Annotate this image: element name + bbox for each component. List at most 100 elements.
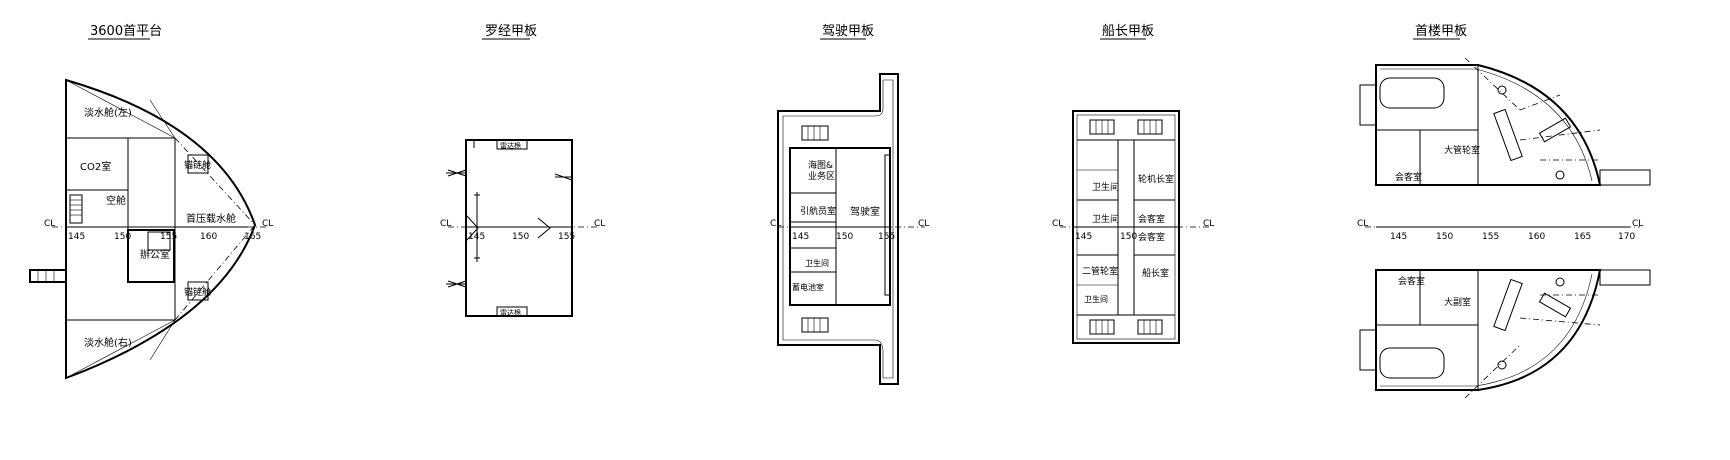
frame-tick: 145 [792, 232, 809, 242]
room-label: 引航员室 [800, 205, 836, 217]
chevron-icon [465, 214, 479, 242]
radar-mast [496, 139, 528, 150]
frame-tick: 150 [1436, 232, 1453, 242]
bow-extension [1599, 169, 1651, 186]
deck-outline [777, 73, 899, 385]
room-label: 会客室 [1138, 231, 1165, 243]
room-label: 锚链舱 [184, 159, 211, 171]
room-label: 二管轮室 [1082, 265, 1118, 277]
room-label: 轮机长室 [1138, 173, 1174, 185]
cl-label: CL [770, 219, 781, 229]
room-label: 驾驶室 [850, 205, 880, 218]
cl-label: CL [1357, 219, 1368, 229]
cl-label: CL [440, 219, 451, 229]
room-label: 会客室 [1395, 171, 1422, 183]
radar-mast [496, 306, 528, 317]
inner-outline [782, 79, 894, 379]
side-light [446, 169, 467, 177]
chevron-icon [537, 217, 551, 239]
tank-diagonal [65, 319, 176, 379]
room-label: 雷达桅 [500, 308, 521, 317]
room-label: CO2室 [80, 160, 111, 173]
room-label: 大管轮室 [1444, 144, 1480, 156]
cl-label: CL [594, 219, 605, 229]
room-label: 卫生间 [1092, 213, 1119, 225]
hull-outline [65, 78, 257, 380]
frame-tick: 145 [1390, 232, 1407, 242]
cl-label: CL [1052, 219, 1063, 229]
cl-label: CL [918, 219, 929, 229]
cl-label: CL [262, 219, 273, 229]
panel-title: 3600首平台 [90, 24, 162, 39]
frame-tick: 150 [512, 232, 529, 242]
console [884, 154, 891, 296]
panel-forward-platform: 3600首平台 淡水舱(左) [29, 24, 273, 380]
cl-label: CL [1632, 219, 1643, 229]
room-label: 卫生间 [805, 258, 829, 268]
tank-diagonal [65, 79, 176, 139]
room-label: 空舱 [106, 194, 126, 207]
chain-locker [187, 154, 209, 174]
frame-tick: 145 [468, 232, 485, 242]
panel-title: 罗经甲板 [485, 24, 537, 39]
chain-line [1519, 129, 1601, 141]
hull-upper-inner [1380, 68, 1593, 182]
room-label: 首压载水舱 [186, 212, 236, 225]
hull-lower [1375, 269, 1602, 391]
frame-tick: 165 [244, 232, 261, 242]
ladder-icon [29, 269, 67, 283]
room-label: 大副室 [1444, 296, 1471, 308]
stair-icon [69, 194, 83, 224]
bow-extension [1599, 269, 1651, 286]
room-label: 淡水舱(左) [84, 106, 132, 119]
room-label: 海图&业务区 [808, 159, 835, 182]
room-label: 辦公室 [140, 248, 170, 261]
windlass-icon [1493, 277, 1572, 370]
panel-captain-deck: 船长甲板 卫生间 轮机长室 卫生间 会客室 会客室 [1052, 24, 1214, 344]
room-label: 锚链舱 [184, 286, 211, 298]
windlass-icon [1493, 85, 1572, 180]
room-label: 船长室 [1142, 267, 1169, 279]
frame-tick: 155 [160, 232, 177, 242]
frame-tick: 150 [114, 232, 131, 242]
cl-label: CL [1203, 219, 1214, 229]
room-label: 卫生间 [1084, 294, 1108, 304]
room-label: 淡水舱(右) [84, 336, 132, 349]
side-light [554, 173, 573, 181]
room-label: 蓄电池室 [792, 282, 824, 292]
lifeboat-icon [1379, 347, 1445, 379]
room-label: 会客室 [1138, 213, 1165, 225]
panel-compass-deck: 罗经甲板 雷达桅 雷达桅 CL CL 145 150 155 [440, 24, 605, 317]
panel-navigation-deck: 驾驶甲板 海图&业务区 驾驶室 引航员室 卫生间 蓄电池室 CL CL 145 [770, 24, 929, 385]
chain-line [1519, 317, 1601, 326]
panel-title: 船长甲板 [1102, 24, 1154, 39]
deck-outline [465, 139, 573, 317]
panel-forecastle-deck: 首楼甲板 大管轮室 会客室 [1357, 24, 1651, 399]
hull-upper [1375, 64, 1602, 186]
chain-line [1519, 94, 1561, 111]
frame-tick: 145 [68, 232, 85, 242]
stair-icon [801, 317, 829, 333]
stair-icon [801, 125, 829, 141]
office-room [127, 229, 175, 283]
room-label: 卫生间 [1092, 181, 1119, 193]
cl-label: CL [44, 219, 55, 229]
frame-tick: 160 [1528, 232, 1545, 242]
davit-icon [1359, 84, 1377, 126]
panel-title: 首楼甲板 [1415, 24, 1467, 39]
frame-tick: 155 [1482, 232, 1499, 242]
dashed-line [174, 137, 256, 226]
davit-icon [1359, 329, 1377, 371]
room-label: 会客室 [1398, 275, 1425, 287]
frame-tick: 160 [200, 232, 217, 242]
frame-tick: 145 [1075, 232, 1092, 242]
frame-tick: 170 [1618, 232, 1635, 242]
desk [147, 231, 171, 251]
room-label: 雷达桅 [500, 141, 521, 150]
panel-title: 驾驶甲板 [822, 24, 874, 39]
frame-tick: 150 [836, 232, 853, 242]
frame-tick: 150 [1120, 232, 1137, 242]
frame-tick: 155 [558, 232, 575, 242]
